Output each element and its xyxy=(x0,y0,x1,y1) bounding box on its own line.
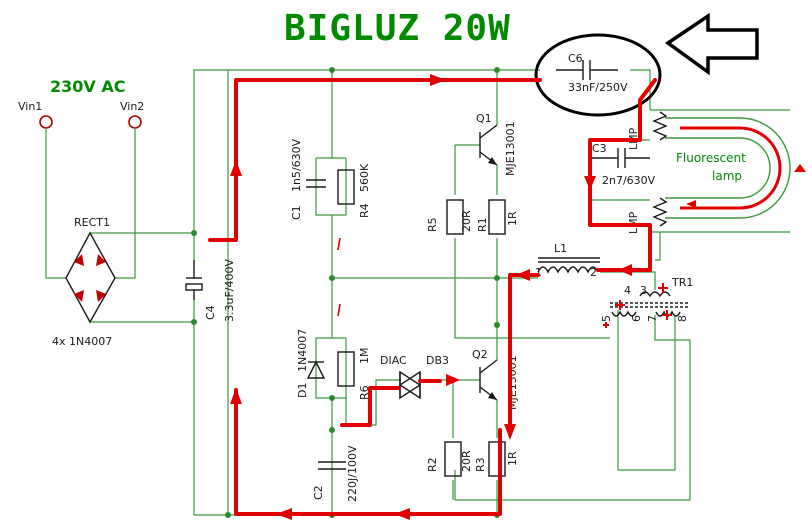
pointer-arrow-icon xyxy=(664,12,759,76)
r2-resistor xyxy=(444,441,462,477)
q2-label: Q2 xyxy=(472,348,488,361)
r2-label: R2 xyxy=(426,457,439,472)
d1-label: D1 xyxy=(296,383,309,398)
tr1-pin-3: 3 xyxy=(640,284,647,297)
l1-pin-2: 2 xyxy=(590,266,597,279)
r1-resistor xyxy=(488,199,506,235)
d1-diode xyxy=(306,360,326,379)
c1-capacitor xyxy=(306,179,326,188)
c1-label: C1 xyxy=(290,205,303,220)
c2-capacitor xyxy=(318,461,346,470)
r5-resistor xyxy=(446,199,464,235)
c4-capacitor xyxy=(185,260,203,300)
c3-capacitor xyxy=(588,148,650,168)
diac-symbol xyxy=(398,370,440,400)
c6-value: 33nF/250V xyxy=(568,81,628,94)
c6-label: C6 xyxy=(568,52,583,65)
q2-value: MJE13001 xyxy=(506,355,519,410)
diac-label: DIAC xyxy=(380,354,407,367)
c6-capacitor xyxy=(556,60,618,80)
bridge-rectifier xyxy=(65,231,116,324)
c2-label: C2 xyxy=(312,485,325,500)
r2-value: 20R xyxy=(460,450,473,472)
rect1-label: RECT1 xyxy=(74,216,110,229)
c6-highlight-ellipse xyxy=(534,33,662,117)
lmp2-label: LMP xyxy=(627,211,640,234)
supply-label: 230V AC xyxy=(50,77,125,96)
vin2-label: Vin2 xyxy=(120,100,144,113)
schematic-title: BIGLUZ 20W xyxy=(284,8,511,49)
diac-value: DB3 xyxy=(426,354,449,367)
lamp-label-line2: lamp xyxy=(712,169,742,183)
r5-label: R5 xyxy=(426,217,439,232)
c4-value: 3.3uF/400V xyxy=(223,259,236,322)
l1-inductor xyxy=(537,257,600,274)
q1-value: MJE13001 xyxy=(504,121,517,176)
c2-value: 220J/100V xyxy=(346,445,359,502)
vin1-terminal xyxy=(39,115,53,129)
lmp-filament-top xyxy=(652,111,668,141)
r1-label: R1 xyxy=(476,217,489,232)
r4-value: 560K xyxy=(358,163,371,192)
tr1-pin-7: 7 xyxy=(646,315,659,322)
r4-resistor xyxy=(337,169,355,205)
tr1-pin-4: 4 xyxy=(624,284,631,297)
r6-resistor xyxy=(337,351,355,387)
q1-label: Q1 xyxy=(476,112,492,125)
c3-label: C3 xyxy=(592,142,607,155)
r6-value: 1M xyxy=(358,348,371,365)
r3-label: R3 xyxy=(474,457,487,472)
lamp-label-line1: Fluorescent xyxy=(676,151,746,165)
d1-value: 1N4007 xyxy=(296,329,309,372)
lmp-filament-bottom xyxy=(652,197,668,227)
q1-transistor xyxy=(479,124,498,166)
c3-value: 2n7/630V xyxy=(602,174,656,187)
vin2-terminal xyxy=(128,115,142,129)
tr1-pin-8: 8 xyxy=(676,315,689,322)
rectifier-diodes-label: 4x 1N4007 xyxy=(52,335,112,348)
r1-value: 1R xyxy=(506,211,519,226)
wiring xyxy=(45,69,790,516)
l1-label: L1 xyxy=(554,242,567,255)
current-path-annotation xyxy=(208,74,672,520)
tr1-pin-5: 5 xyxy=(600,315,613,322)
r3-value: 1R xyxy=(506,451,519,466)
r5-value: 20R xyxy=(460,210,473,232)
r6-label: R6 xyxy=(358,385,371,400)
tr1-label: TR1 xyxy=(671,276,693,289)
c4-label: C4 xyxy=(204,305,217,320)
c1-value: 1n5/630V xyxy=(290,138,303,192)
r4-label: R4 xyxy=(358,203,371,218)
q2-transistor xyxy=(479,359,498,401)
fluorescent-lamp-tube xyxy=(665,117,806,219)
tr1-pin-6: 6 xyxy=(630,315,643,322)
r3-resistor xyxy=(488,441,506,477)
vin1-label: Vin1 xyxy=(18,100,42,113)
l1-pin-1: 1 xyxy=(535,266,542,279)
